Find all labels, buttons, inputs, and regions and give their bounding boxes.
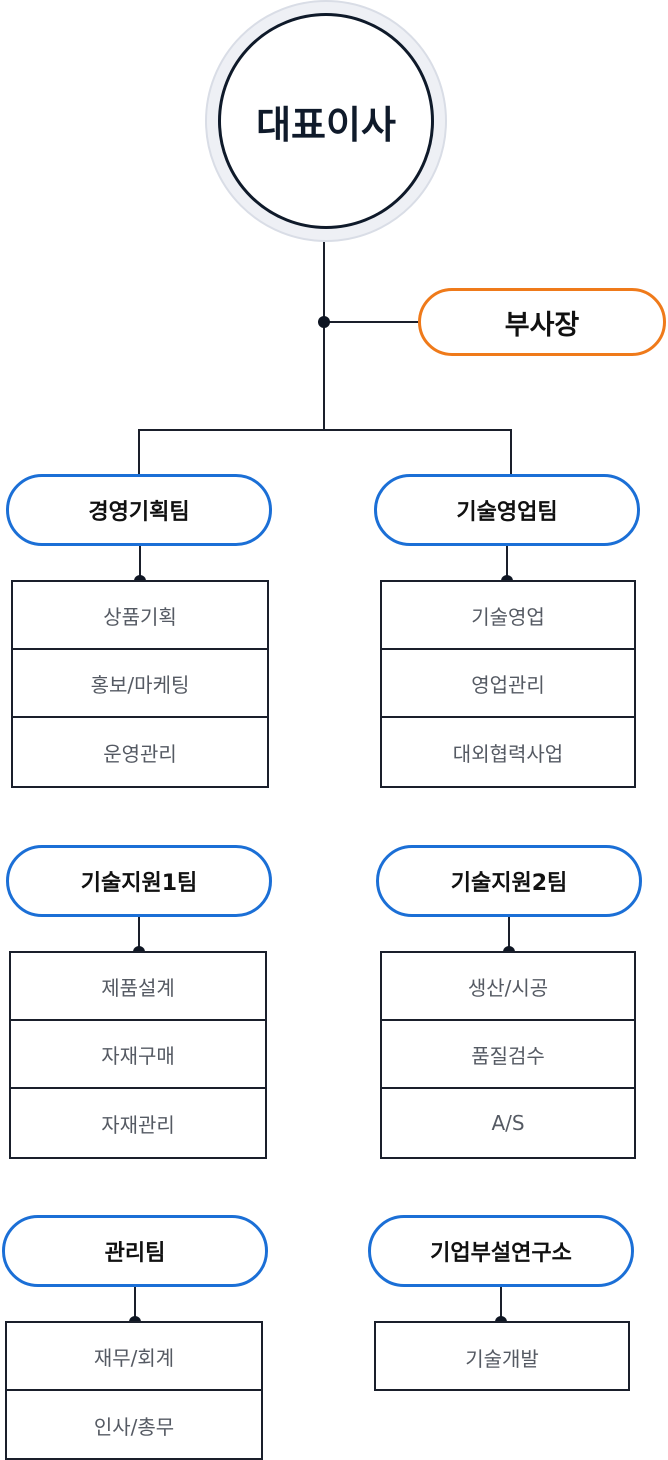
list-item: 자재구매 [11,1021,265,1089]
list-item: 생산/시공 [382,953,634,1021]
vice-president-node: 부사장 [418,288,666,356]
list-item: A/S [491,1111,525,1135]
list-item: 제품설계 [11,953,265,1021]
list-item: 기술영업 [382,582,634,650]
vp-branch-line [324,321,420,323]
list-item: 영업관리 [382,650,634,718]
list-item: 대외협력사업 [452,741,564,766]
list-item: 홍보/마케팅 [13,650,267,718]
list-item: 인사/총무 [93,1414,175,1439]
team-tech-support-1: 기술지원1팀 [6,845,272,917]
list-item: 재무/회계 [7,1323,261,1391]
mgmt-planning-connector [139,546,141,582]
team-tech-support-2: 기술지원2팀 [376,845,642,917]
ceo-node: 대표이사 [218,13,434,229]
admin-list: 재무/회계 인사/총무 [5,1321,263,1460]
list-item: 상품기획 [13,582,267,650]
rnd-list: 기술개발 [374,1321,630,1391]
tech-sales-list: 기술영업 영업관리 대외협력사업 [380,580,636,788]
list-item: 자재관리 [101,1112,175,1137]
list-item: 운영관리 [103,741,177,766]
right-drop-line [510,429,512,475]
team-rnd: 기업부설연구소 [368,1215,634,1287]
team-admin: 관리팀 [2,1215,268,1287]
left-drop-line [138,429,140,475]
tech-sales-connector [506,546,508,582]
rnd-connector [500,1287,502,1323]
team-split-line [138,429,512,431]
tech-support1-list: 제품설계 자재구매 자재관리 [9,951,267,1159]
list-item: 기술개발 [465,1346,539,1371]
ceo-trunk-line [323,242,325,430]
tech-support1-connector [138,917,140,953]
admin-connector [134,1287,136,1323]
team-tech-sales: 기술영업팀 [374,474,640,546]
tech-support2-list: 생산/시공 품질검수 A/S [380,951,636,1159]
vp-junction-dot [318,316,330,328]
mgmt-planning-list: 상품기획 홍보/마케팅 운영관리 [11,580,269,788]
list-item: 품질검수 [382,1021,634,1089]
team-mgmt-planning: 경영기획팀 [6,474,272,546]
tech-support2-connector [508,917,510,953]
